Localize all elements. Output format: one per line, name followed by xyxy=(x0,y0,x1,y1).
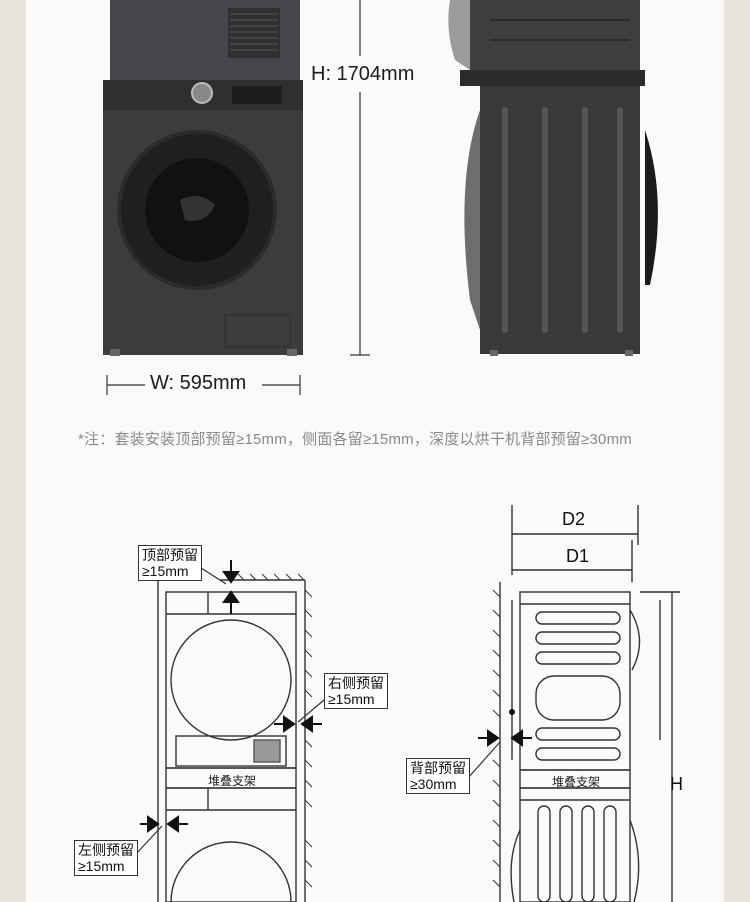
back-clearance-title: 背部预留 xyxy=(410,760,466,776)
side-install-diagram xyxy=(492,505,680,902)
installation-note: *注：套装安装顶部预留≥15mm，侧面各留≥15mm，深度以烘干机背部预留≥30… xyxy=(78,431,632,448)
top-clearance-label: 顶部预留 ≥15mm xyxy=(138,545,202,581)
top-clearance-value: ≥15mm xyxy=(142,563,189,579)
left-clearance-title: 左侧预留 xyxy=(78,842,134,858)
d2-label: D2 xyxy=(562,509,586,529)
left-clearance-label: 左侧预留 ≥15mm xyxy=(74,840,138,876)
side-machine-photo xyxy=(448,0,658,356)
left-clearance-value: ≥15mm xyxy=(78,858,125,874)
top-clearance-title: 顶部预留 xyxy=(142,547,198,563)
back-clearance-label: 背部预留 ≥30mm xyxy=(406,758,470,794)
right-clearance-title: 右侧预留 xyxy=(328,675,384,691)
front-stack-rack-label: 堆叠支架 xyxy=(208,774,257,788)
side-stack-rack-label: 堆叠支架 xyxy=(552,775,601,789)
front-install-diagram xyxy=(157,573,313,902)
right-clearance-label: 右侧预留 ≥15mm xyxy=(324,673,388,709)
back-clearance-arrows xyxy=(478,709,532,747)
back-clearance-value: ≥30mm xyxy=(410,776,457,792)
width-dimension-line xyxy=(106,375,301,395)
d1-label: D1 xyxy=(566,546,590,566)
h-label: H xyxy=(670,774,683,794)
front-machine-photo xyxy=(103,0,303,356)
height-dimension-line xyxy=(350,0,370,356)
height-dimension-label: H: 1704mm xyxy=(311,63,415,85)
front-leader-lines xyxy=(135,565,325,855)
width-dimension-label: W: 595mm xyxy=(150,372,247,394)
front-clearance-arrows xyxy=(140,560,322,833)
side-leader-line xyxy=(467,741,501,779)
right-clearance-value: ≥15mm xyxy=(328,691,375,707)
